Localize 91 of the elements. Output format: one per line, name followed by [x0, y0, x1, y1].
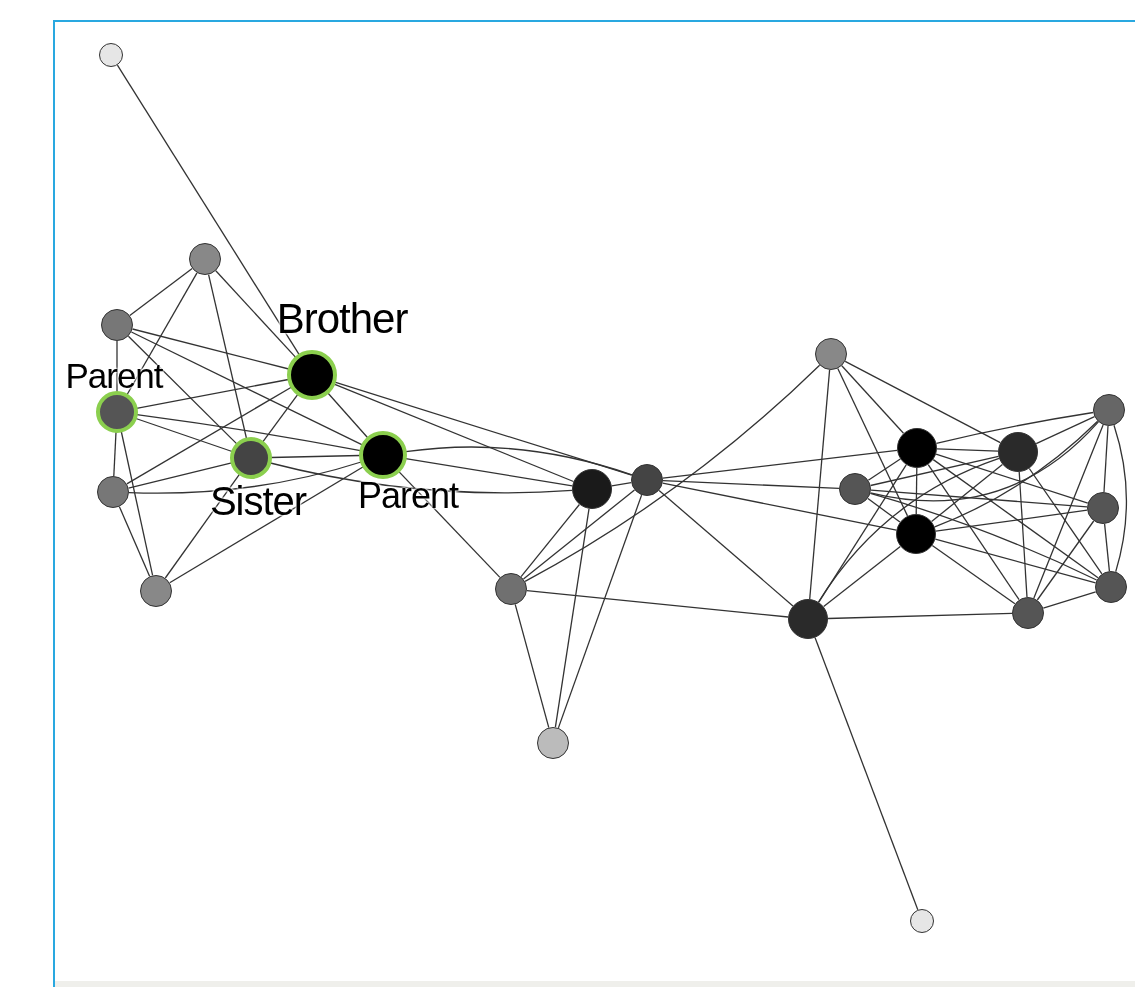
network-link [215, 270, 297, 359]
network-link [164, 473, 241, 579]
network-node [1095, 571, 1127, 603]
network-node [815, 338, 847, 370]
network-link [522, 489, 636, 580]
network-link [262, 393, 299, 443]
network-link [934, 420, 1099, 528]
network-link [131, 328, 290, 370]
network-node [495, 573, 527, 605]
network-link [405, 458, 573, 487]
network-link [1035, 416, 1096, 445]
network-link [662, 482, 898, 531]
network-link [823, 545, 901, 608]
network-link [927, 463, 1020, 601]
network-node [839, 473, 871, 505]
network-link [662, 449, 898, 479]
network-link [1018, 471, 1028, 598]
network-link [658, 489, 794, 607]
network-link [869, 421, 1100, 502]
network-link [207, 273, 248, 440]
network-link [611, 481, 632, 487]
network-link [841, 365, 905, 434]
network-link [270, 454, 361, 459]
network-link [130, 331, 363, 446]
network-link [818, 464, 907, 603]
network-link [869, 492, 1098, 581]
network-link [662, 480, 840, 489]
network-link [334, 381, 633, 476]
network-link [837, 367, 909, 517]
network-link [931, 544, 1016, 605]
network-node [896, 514, 936, 554]
network-link [526, 589, 789, 618]
network-node [572, 469, 612, 509]
node-label: Brother [276, 298, 408, 340]
network-link [327, 392, 369, 439]
network-node [910, 909, 934, 933]
network-node [97, 476, 129, 508]
network-link [557, 494, 643, 729]
network-link [405, 446, 633, 476]
network-node [230, 437, 272, 479]
network-link [116, 64, 300, 356]
network-link [934, 538, 1097, 584]
network-link [1103, 523, 1111, 572]
network-node [96, 391, 138, 433]
network-node [140, 575, 172, 607]
network-link [870, 489, 1088, 508]
network-node [897, 428, 937, 468]
network-link [936, 448, 999, 452]
network-node [998, 432, 1038, 472]
network-node [1087, 492, 1119, 524]
network-link [113, 431, 117, 477]
network-link [520, 503, 581, 578]
network-link [915, 467, 918, 515]
network-link [935, 509, 1088, 532]
network-link [827, 612, 1013, 620]
network-link [1036, 520, 1095, 601]
network-link [844, 360, 1001, 444]
network-link [126, 386, 292, 485]
network-link [1103, 425, 1109, 493]
network-link [935, 453, 1089, 504]
network-link [867, 497, 901, 523]
network-link [1113, 424, 1128, 573]
network-node [189, 243, 221, 275]
network-link [129, 267, 193, 317]
network-node [1093, 394, 1125, 426]
network-link [514, 603, 550, 729]
network-node [99, 43, 123, 67]
network-link [935, 411, 1094, 444]
network-link [809, 369, 831, 600]
network-link [1042, 591, 1097, 609]
network-link [1033, 424, 1104, 599]
network-link [817, 457, 1000, 603]
network-link [118, 506, 151, 577]
network-link [127, 335, 238, 445]
network-node [1012, 597, 1044, 629]
network-link [1028, 467, 1103, 575]
network-node [631, 464, 663, 496]
network-link [554, 508, 590, 728]
network-link [930, 463, 1004, 523]
network-link [869, 455, 1000, 487]
network-link [524, 364, 821, 583]
network-node [359, 431, 407, 479]
network-node [537, 727, 569, 759]
network-link [867, 458, 901, 481]
network-link [814, 637, 919, 911]
network-node [788, 599, 828, 639]
network-link [932, 458, 1099, 579]
network-node [287, 350, 337, 400]
network-link [120, 430, 154, 577]
network-link [333, 383, 575, 483]
network-node [101, 309, 133, 341]
